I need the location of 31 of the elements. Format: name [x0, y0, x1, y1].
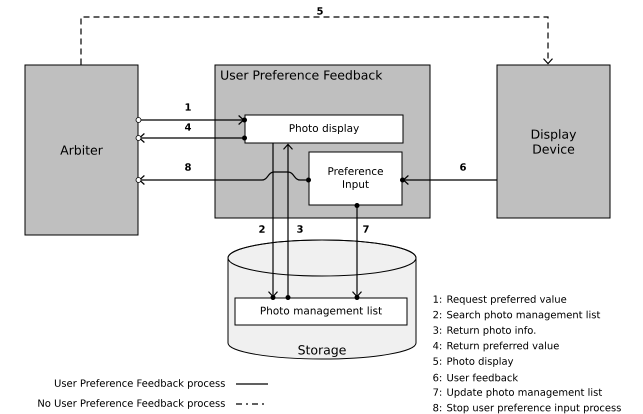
legend-text: User Preference Feedback process — [54, 379, 225, 389]
edge-label: 2 — [259, 225, 265, 233]
note-text: 3: Return photo info. — [433, 326, 536, 336]
edge-label: 8 — [185, 163, 191, 171]
arbiter-box: Arbiter — [24, 64, 138, 236]
note-text: 1: Request preferred value — [434, 295, 566, 305]
arrow — [352, 208, 362, 298]
arrow — [268, 144, 278, 298]
edge-label: 1 — [186, 103, 191, 111]
arrow — [141, 115, 244, 125]
arrow — [138, 171, 306, 185]
edge-label: 4 — [185, 123, 192, 131]
process-box: Photo display — [244, 114, 404, 144]
legend-text: No User Preference Feedback process — [38, 399, 225, 409]
arrow — [138, 133, 242, 143]
note-text: 4: Return preferred value — [433, 342, 559, 352]
edge-label: 5 — [317, 7, 323, 15]
arrow — [80, 16, 553, 64]
arrow — [402, 175, 496, 185]
edge-label: 7 — [363, 225, 369, 233]
note-text: 6: User feedback — [433, 374, 518, 382]
edge-label: 3 — [297, 225, 303, 233]
note-text: 2: Search photo management list — [433, 310, 600, 320]
note-text: 5: Photo display — [433, 357, 514, 367]
note-text: 8: Stop user preference input process — [433, 404, 621, 414]
edge-label: 6 — [460, 163, 466, 171]
process-box: Preference Input — [308, 152, 402, 206]
list-box: Photo management list — [234, 298, 408, 326]
note-text: 7: Update photo management list — [433, 388, 602, 398]
device-box: Display Device — [496, 64, 610, 218]
arrow — [283, 144, 293, 295]
